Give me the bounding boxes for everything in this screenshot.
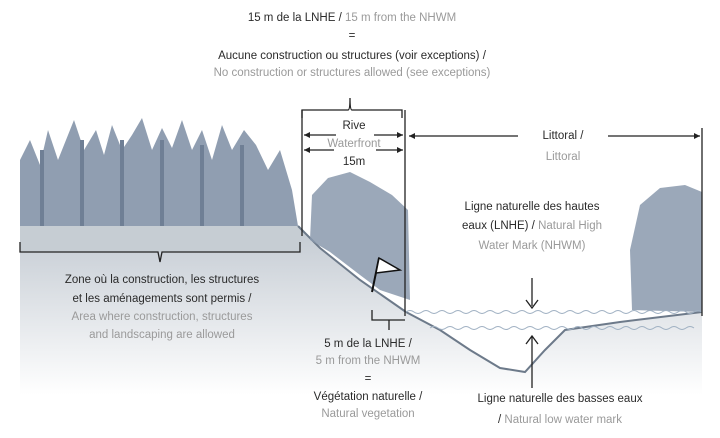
high-water-line2: eaux (LNHE) / Natural High: [462, 219, 602, 233]
buffer-bracket: [371, 310, 405, 321]
littoral-fr-label: Littoral /: [542, 130, 584, 142]
ground-profile: [20, 226, 702, 395]
top-brace: [301, 97, 403, 118]
zone-brace: [19, 242, 301, 263]
top-rule-fr: Aucune construction ou structures (voir …: [218, 50, 486, 62]
vegetation-fr: Végétation naturelle /: [313, 391, 423, 403]
down-arrow-icon: [525, 299, 539, 310]
low-water-slash: /: [498, 414, 502, 426]
right-tree: [630, 185, 702, 312]
riverbed: [405, 311, 703, 374]
high-water-en3: Water Mark (NHWM): [478, 240, 586, 252]
buffer-equals: =: [364, 373, 372, 385]
zone-en1: Area where construction, structures: [71, 311, 253, 323]
high-water-en2: Natural High: [538, 220, 602, 232]
high-water-fr1: Ligne naturelle des hautes: [464, 201, 600, 213]
buffer-fr: 5 m de la LNHE /: [324, 338, 412, 350]
low-water-en: Natural low water mark: [504, 414, 622, 426]
flat-ground: [20, 226, 300, 252]
top-equals: =: [348, 30, 356, 42]
zone-fr2: et les aménagements sont permis /: [72, 293, 252, 305]
top-distance-fr: 15 m de la LNHE /: [247, 12, 342, 24]
bank-slope: [297, 225, 407, 313]
forest-trees: [20, 118, 298, 226]
rive-label: Rive: [342, 120, 366, 132]
vegetation-en: Natural vegetation: [321, 408, 415, 420]
high-water-fr2: eaux (LNHE) /: [462, 220, 535, 232]
top-distance-en: 15 m from the NHWM: [344, 12, 457, 24]
flag-icon: [371, 256, 403, 293]
top-rule-en: No construction or structures allowed (s…: [213, 67, 491, 79]
zone-fr1: Zone où la construction, les structures: [64, 274, 260, 286]
littoral-en-label: Littoral: [545, 151, 581, 163]
buffer-en: 5 m from the NHWM: [315, 355, 421, 367]
waterfront-label: Waterfront: [327, 138, 381, 150]
low-water-line2: / Natural low water mark: [498, 413, 622, 427]
low-water-line: [429, 326, 695, 330]
zone-en2: and landscaping are allowed: [89, 329, 235, 341]
up-arrow-icon: [525, 334, 539, 345]
high-water-line: [405, 310, 703, 314]
rive-width-label: 15m: [342, 156, 366, 168]
top-distance-label: 15 m de la LNHE / 15 m from the NHWM: [248, 11, 456, 25]
low-water-fr: Ligne naturelle des basses eaux: [477, 393, 643, 405]
